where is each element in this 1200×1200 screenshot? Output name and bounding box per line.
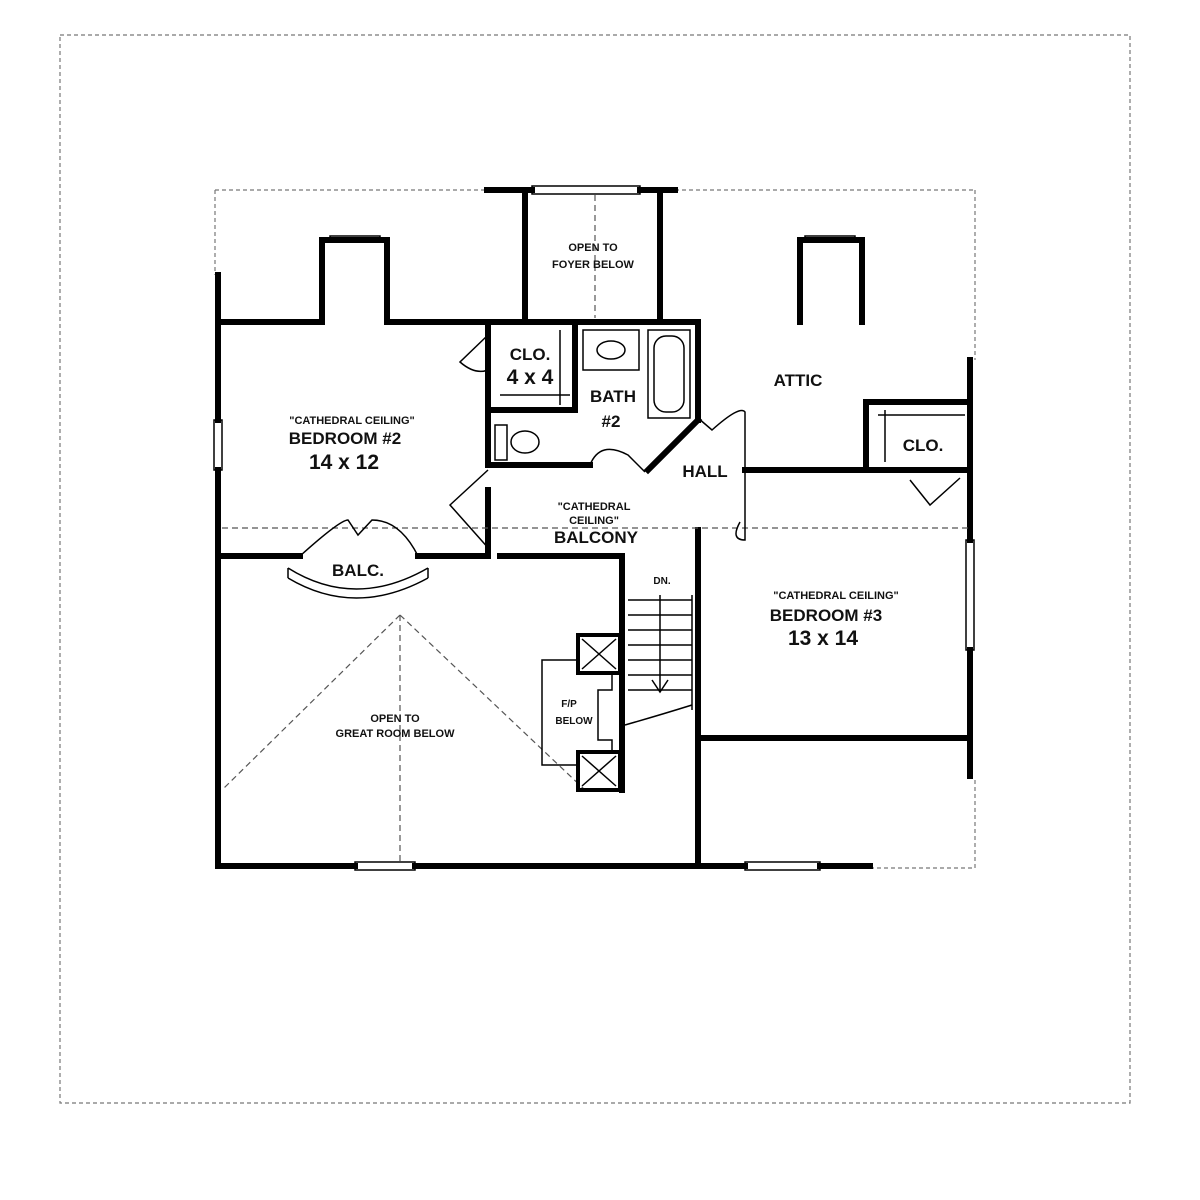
great-room-label-line2: GREAT ROOM BELOW: [336, 728, 456, 740]
balcony-note-line2: CEILING": [569, 515, 619, 527]
foyer-label-line2: FOYER BELOW: [552, 259, 635, 271]
bath-fixtures: [494, 329, 691, 461]
balc-curve: [287, 567, 429, 599]
bedroom-3-size: 13 x 14: [788, 627, 858, 650]
great-room-label-line1: OPEN TO: [370, 713, 420, 725]
walls: [215, 187, 973, 869]
stairs: [624, 595, 693, 726]
stairs-label: DN.: [653, 576, 670, 587]
fireplace-label-line1: F/P: [561, 699, 577, 710]
balc-label: BALC.: [332, 561, 384, 580]
balcony-note-line1: "CATHEDRAL: [558, 501, 631, 513]
closet-2-label: CLO.: [903, 436, 944, 455]
fireplace-label-line2: BELOW: [555, 716, 593, 727]
bath-number: #2: [602, 412, 621, 431]
closet-1-size: 4 x 4: [507, 366, 554, 389]
closet-1-label: CLO.: [510, 345, 551, 364]
doors: [299, 334, 961, 557]
windows: [213, 185, 975, 871]
bedroom-2-name: BEDROOM #2: [289, 429, 401, 448]
bedroom-3-note: "CATHEDRAL CEILING": [773, 590, 899, 602]
bedroom-2-size: 14 x 12: [309, 451, 379, 474]
outer-outline: [214, 189, 976, 869]
bedroom-2-note: "CATHEDRAL CEILING": [289, 415, 415, 427]
attic-label: ATTIC: [774, 371, 823, 390]
balcony-name: BALCONY: [554, 528, 639, 547]
bedroom-3-name: BEDROOM #3: [770, 606, 882, 625]
closet-shelves: [500, 330, 965, 462]
fireplace: [541, 633, 622, 792]
dashed-lines: [221, 195, 968, 862]
bath-label: BATH: [590, 387, 636, 406]
page-border: [59, 34, 1131, 1104]
hall-label: HALL: [682, 462, 727, 481]
foyer-label-line1: OPEN TO: [568, 242, 618, 254]
